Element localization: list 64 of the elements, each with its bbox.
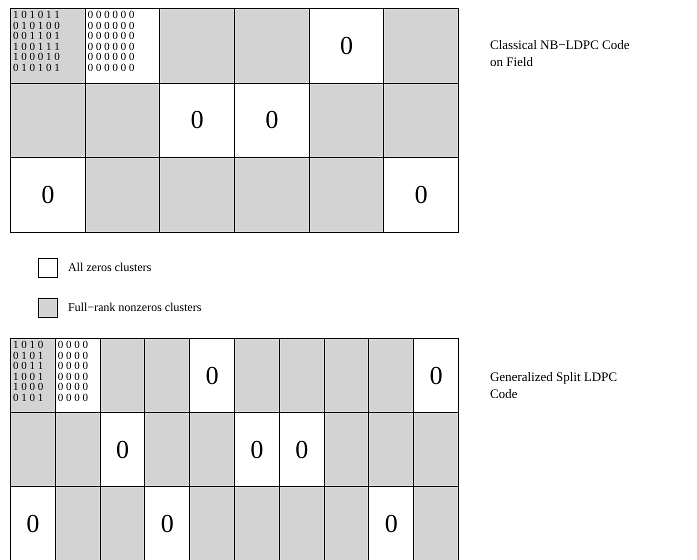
cluster-cell: [234, 486, 280, 560]
cluster-cell: [234, 338, 280, 413]
cluster-cell: [324, 486, 370, 560]
cluster-cell: [10, 412, 56, 487]
cluster-cell: [368, 338, 414, 413]
matrix-row: 0 0 0 0: [58, 392, 88, 403]
matrix-block: [10, 8, 86, 84]
matrix-row: 0 0 1 1 0 1: [13, 31, 60, 42]
matrix-block: [10, 338, 56, 413]
cluster-cell: [100, 486, 146, 560]
cluster-cell: [368, 412, 414, 487]
matrix-row: 0 0 0 0: [58, 361, 88, 372]
cluster-cell: [189, 486, 235, 560]
cluster-cell: [144, 412, 190, 487]
matrix-row: 1 0 1 0 1 1: [13, 10, 60, 20]
matrix-row: 0 1 0 1 0 1: [13, 62, 60, 73]
matrix-row: 1 0 0 0: [13, 382, 44, 392]
matrix-row: 1 0 0 0 1 0: [13, 52, 60, 62]
matrix-row: 0 0 0 0: [58, 382, 88, 392]
cluster-cell: [159, 8, 235, 84]
matrix-row: 1 0 0 1: [13, 372, 44, 382]
cluster-cell: [324, 412, 370, 487]
cluster-cell: [413, 412, 459, 487]
cluster-cell: [84, 82, 160, 158]
matrix-row: 0 0 1 1: [13, 361, 44, 372]
matrix-row: 0 0 0 0 0 0: [88, 20, 134, 31]
cluster-cell: [234, 157, 310, 232]
matrix-row: 0 0 0 0 0 0: [88, 42, 134, 52]
cluster-cell: [324, 338, 370, 413]
zero-cluster-cell: 0: [413, 338, 459, 413]
matrix-row: 0 0 0 0 0 0: [88, 52, 134, 62]
cluster-cell: [383, 82, 459, 158]
cluster-cell: [159, 157, 235, 232]
matrix-row: 1 0 1 0: [13, 340, 44, 350]
matrix-row: 0 0 0 0: [58, 350, 88, 361]
cluster-cell: [278, 486, 325, 560]
matrix-row: 0 0 0 0 0 0: [88, 10, 134, 20]
cluster-cell: [10, 82, 86, 158]
cluster-cell: [308, 157, 384, 232]
cluster-cell: [100, 338, 146, 413]
matrix-row: 0 1 0 1: [13, 392, 44, 403]
matrix-row: 0 0 0 0: [58, 340, 88, 350]
matrix-row: 0 0 0 0 0 0: [88, 31, 134, 42]
cluster-cell: [84, 157, 160, 232]
cluster-cell: [54, 412, 101, 487]
cluster-cell: [308, 82, 384, 158]
zero-cluster-cell: 0: [383, 157, 459, 232]
code-label: Generalized Split LDPC Code: [490, 368, 618, 402]
cluster-cell: [234, 8, 310, 84]
code-label: Classical NB−LDPC Code on Field: [490, 36, 630, 70]
legend-label: All zeros clusters: [68, 260, 152, 275]
cluster-cell: [383, 8, 459, 84]
cluster-cell: [144, 338, 190, 413]
zero-cluster-cell: 0: [10, 157, 86, 232]
cluster-cell: [54, 486, 101, 560]
cluster-cell: [189, 412, 235, 487]
cluster-cell: [278, 338, 325, 413]
matrix-row: 0 0 0 0 0 0: [88, 62, 134, 73]
matrix-row: 0 0 0 0: [58, 372, 88, 382]
matrix-row: 0 1 0 1: [13, 350, 44, 361]
cluster-cell: [413, 486, 459, 560]
legend-label: Full−rank nonzeros clusters: [68, 300, 202, 315]
matrix-row: 0 1 0 1 0 0: [13, 20, 60, 31]
matrix-row: 1 0 0 1 1 1: [13, 42, 60, 52]
